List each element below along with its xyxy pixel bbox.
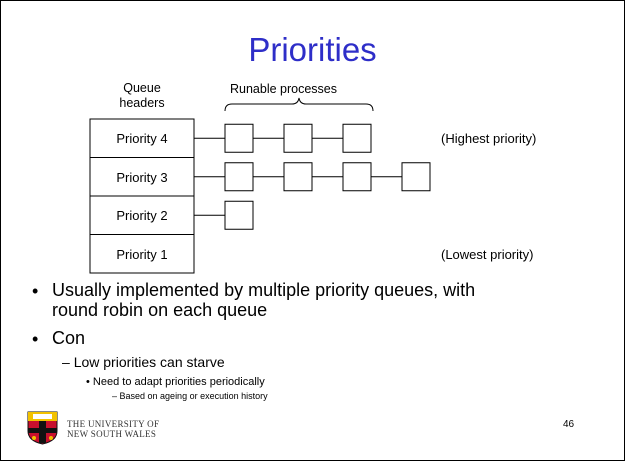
queue-headers-line2: headers (119, 96, 165, 110)
priority-label-2: Priority 2 (116, 208, 168, 223)
process-box (342, 123, 372, 153)
queue-header-box (89, 234, 195, 274)
queue-header-box (89, 195, 195, 235)
bullet-implementation-line2: round robin on each queue (52, 300, 268, 320)
bullet-con: Con (52, 328, 86, 348)
runable-brace (224, 97, 374, 112)
bullet-implementation: Usually implemented by multiple priority… (52, 280, 592, 320)
slide-title: Priorities (248, 31, 377, 68)
priority-label-1: Priority 1 (116, 247, 168, 262)
queue-headers-label: Queue headers (106, 81, 178, 111)
process-box (283, 123, 313, 153)
priority-label-4: Priority 4 (116, 131, 168, 146)
process-box (283, 162, 313, 192)
queue-headers-line1: Queue (123, 81, 161, 95)
sub-sub-bullet-adapt-text: Need to adapt priorities periodically (92, 376, 265, 388)
sub-sub-sub-bullet-ageing-text: Based on ageing or execution history (119, 391, 268, 401)
university-line1: THE UNIVERSITY OF (67, 419, 160, 429)
unsw-crest-logo (27, 411, 58, 445)
process-box (224, 123, 254, 153)
sub-bullet-starve-text: Low priorities can starve (73, 354, 225, 370)
bullet-dot: • (32, 329, 39, 349)
university-line2: NEW SOUTH WALES (67, 429, 157, 439)
process-box (224, 162, 254, 192)
priority-label-3: Priority 3 (116, 170, 168, 185)
process-box (401, 162, 431, 192)
sub-sub-bullet-adapt: • Need to adapt priorities periodically (86, 376, 265, 388)
runable-processes-label: Runable processes (230, 82, 338, 96)
bullet-dot: • (32, 281, 39, 301)
page-number: 46 (563, 419, 575, 430)
highest-priority-note: (Highest priority) (441, 131, 537, 146)
lowest-priority-note: (Lowest priority) (441, 247, 534, 262)
bullet-implementation-line1: Usually implemented by multiple priority… (52, 280, 476, 300)
sub-bullet-starve: – Low priorities can starve (62, 354, 225, 370)
university-name: THE UNIVERSITY OF NEW SOUTH WALES (67, 419, 159, 439)
process-box (342, 162, 372, 192)
sub-sub-sub-bullet-ageing: – Based on ageing or execution history (112, 391, 268, 401)
process-box (224, 200, 254, 230)
